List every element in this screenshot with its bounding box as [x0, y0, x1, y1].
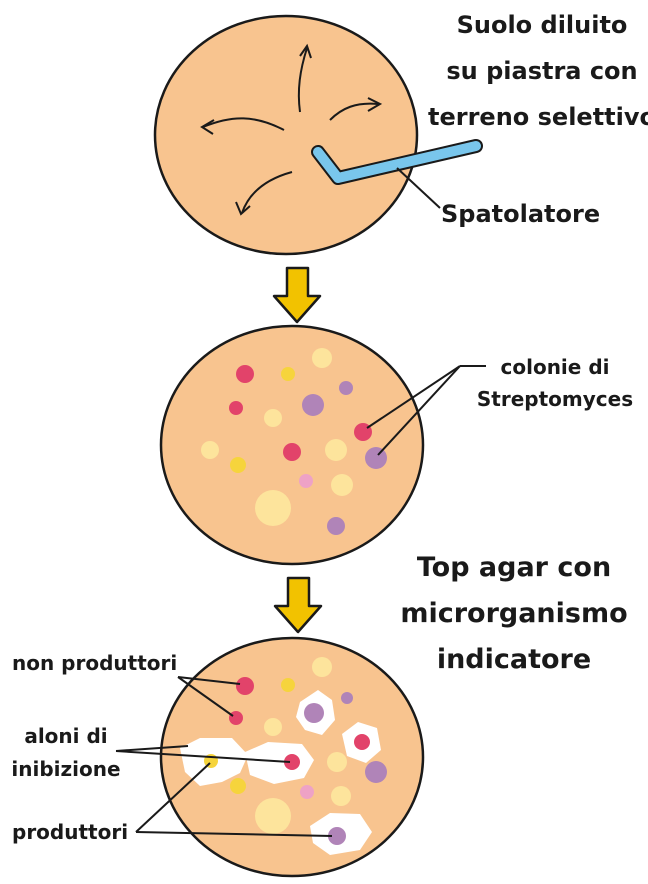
colony	[264, 718, 282, 736]
non-producers-label: non produttori	[12, 651, 177, 675]
colony	[354, 734, 370, 750]
colony	[312, 657, 332, 677]
top-caption-line-1: Suolo diluito	[457, 11, 628, 39]
halos-label-line-1: aloni di	[24, 724, 107, 748]
colony	[300, 785, 314, 799]
colony	[229, 401, 243, 415]
colony	[236, 365, 254, 383]
colony	[229, 711, 243, 725]
producers-label: produttori	[12, 820, 128, 844]
colony	[255, 490, 291, 526]
colony	[325, 439, 347, 461]
plate-2	[161, 326, 486, 564]
colony	[341, 692, 353, 704]
colony	[230, 778, 246, 794]
spreader-label: Spatolatore	[441, 200, 600, 228]
top-caption-line-2: su piastra con	[446, 57, 637, 85]
colony	[339, 381, 353, 395]
plate-1-dish	[155, 16, 417, 254]
down-arrow-icon	[274, 268, 320, 322]
top-caption-line-3: terreno selettivo	[428, 103, 648, 131]
colonies-label-line-1: colonie di	[501, 355, 610, 379]
colonies-label-line-2: Streptomyces	[477, 387, 633, 411]
colony	[302, 394, 324, 416]
colony	[327, 517, 345, 535]
top-agar-line-2: microrganismo	[400, 598, 627, 629]
colony	[255, 798, 291, 834]
down-arrow-icon	[275, 578, 321, 632]
down-arrow-2	[275, 578, 321, 632]
plate-1	[155, 16, 476, 254]
colony	[201, 441, 219, 459]
colony	[283, 443, 301, 461]
top-agar-line-3: indicatore	[437, 644, 591, 675]
colony	[264, 409, 282, 427]
colony	[331, 474, 353, 496]
down-arrow-1	[274, 268, 320, 322]
colony	[236, 677, 254, 695]
top-agar-line-1: Top agar con	[417, 552, 611, 583]
colony	[281, 367, 295, 381]
colony	[365, 447, 387, 469]
colony	[281, 678, 295, 692]
colony	[299, 474, 313, 488]
colony	[312, 348, 332, 368]
colony	[365, 761, 387, 783]
colony	[230, 457, 246, 473]
colony	[327, 752, 347, 772]
colony	[304, 703, 324, 723]
halos-label-line-2: inibizione	[11, 757, 120, 781]
colony	[331, 786, 351, 806]
